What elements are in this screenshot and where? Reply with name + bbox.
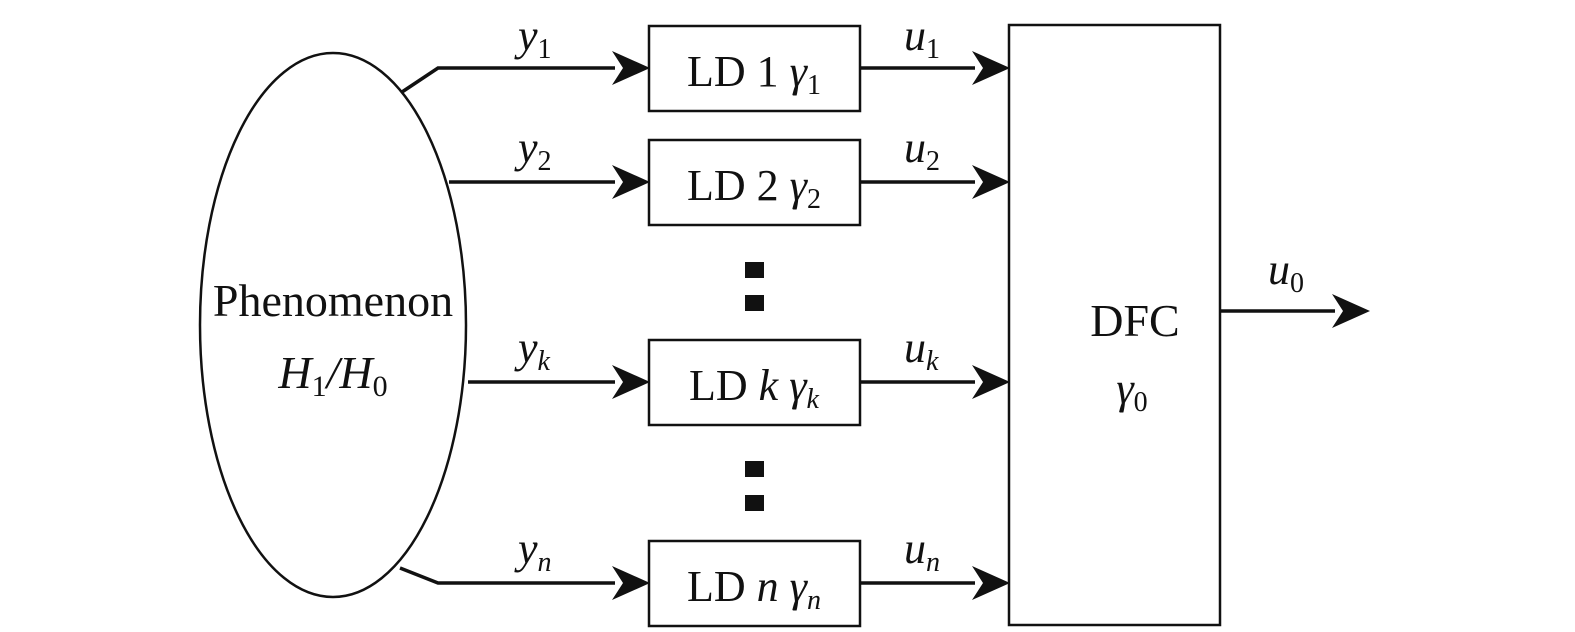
input-label-1: y1 (514, 11, 552, 65)
output-arrowhead-1 (972, 51, 1010, 85)
output-label-2: u2 (904, 123, 940, 177)
ellipsis-upper (745, 262, 764, 311)
final-output: u0 (1220, 245, 1370, 328)
output-label-k: uk (904, 323, 939, 377)
input-arrowhead-2 (612, 165, 650, 199)
fusion-center-node: DFC γ0 (1007, 23, 1222, 627)
output-label-n: un (904, 524, 940, 578)
fusion-center-box (1007, 23, 1222, 627)
local-detector-label-n: LD n γn (687, 562, 821, 616)
phenomenon-node: Phenomenon H1/H0 (198, 51, 468, 599)
input-arrowhead-k (612, 365, 650, 399)
hypothesis-h1-sub: 1 (312, 370, 327, 403)
ellipsis-dot (745, 495, 764, 511)
detector-row-2: y2 LD 2 γ2 u2 (449, 123, 1010, 227)
detector-row-1: y1 LD 1 γ1 u1 (401, 11, 1010, 113)
output-arrowhead-n (972, 566, 1010, 600)
local-detector-label-1: LD 1 γ1 (687, 47, 821, 101)
local-detector-label-k: LD k γk (689, 361, 820, 415)
ellipsis-lower (745, 461, 764, 511)
fusion-center-label: DFC (1090, 295, 1179, 346)
hypothesis-slash: / (324, 347, 344, 398)
detector-row-n: yn LD n γn un (399, 524, 1010, 628)
detector-row-k: yk LD k γk uk (468, 323, 1010, 427)
input-arrowhead-1 (612, 51, 650, 85)
ellipsis-dot (745, 262, 764, 278)
fusion-threshold-label: γ0 (1116, 364, 1147, 418)
final-output-label: u0 (1268, 245, 1304, 299)
input-wire-n (399, 566, 615, 585)
final-output-arrowhead (1332, 294, 1370, 328)
output-label-1: u1 (904, 11, 940, 65)
local-detector-label-2: LD 2 γ2 (687, 161, 821, 215)
phenomenon-label: Phenomenon (213, 275, 453, 326)
output-arrowhead-2 (972, 165, 1010, 199)
ellipsis-dot (745, 295, 764, 311)
hypothesis-h0-sub: 0 (373, 370, 388, 403)
phenomenon-ellipse (198, 51, 468, 599)
hypothesis-h0: H (338, 347, 375, 398)
input-label-k: yk (514, 323, 551, 377)
hypothesis-h1: H (277, 347, 314, 398)
input-wire-1 (401, 66, 615, 94)
input-arrowhead-n (612, 566, 650, 600)
ellipsis-dot (745, 461, 764, 477)
output-arrowhead-k (972, 365, 1010, 399)
input-label-2: y2 (514, 123, 552, 177)
input-label-n: yn (514, 524, 552, 578)
hypothesis-label: H1/H0 (277, 347, 387, 403)
